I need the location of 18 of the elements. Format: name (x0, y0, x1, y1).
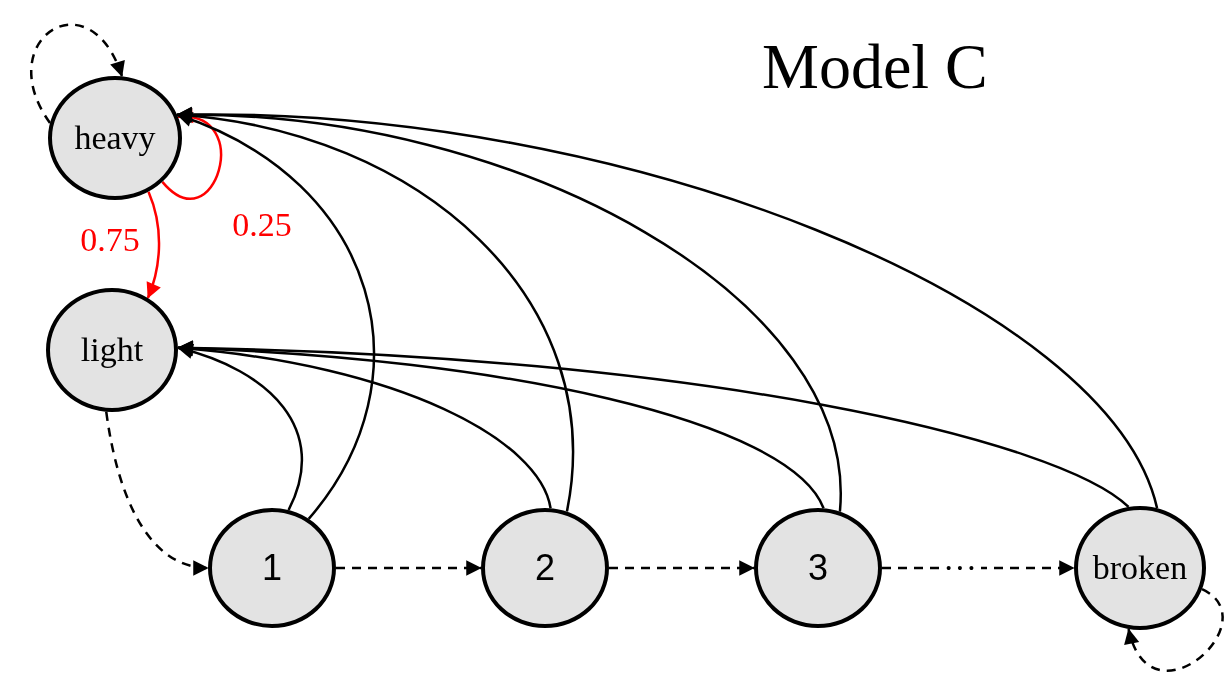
dashed-arrow (609, 560, 755, 576)
state-label: 3 (808, 547, 828, 589)
arrow (176, 107, 1159, 509)
state-label: 2 (535, 547, 555, 589)
dashed-arrow (105, 411, 209, 575)
dashed-arrow (30, 23, 124, 124)
state-label: broken (1092, 549, 1188, 587)
diagram-title: Model C (762, 30, 988, 104)
dashed-arrow (336, 560, 482, 576)
arrow (177, 340, 1130, 508)
state-label: light (80, 331, 144, 369)
state-label: 1 (262, 547, 282, 589)
dashed-arrow (1126, 588, 1224, 672)
edge-label: 0.75 (79, 223, 141, 257)
state-label: heavy (74, 119, 156, 157)
arrow (177, 344, 303, 511)
arrow (146, 191, 161, 299)
edge-label: 0.25 (231, 208, 293, 242)
